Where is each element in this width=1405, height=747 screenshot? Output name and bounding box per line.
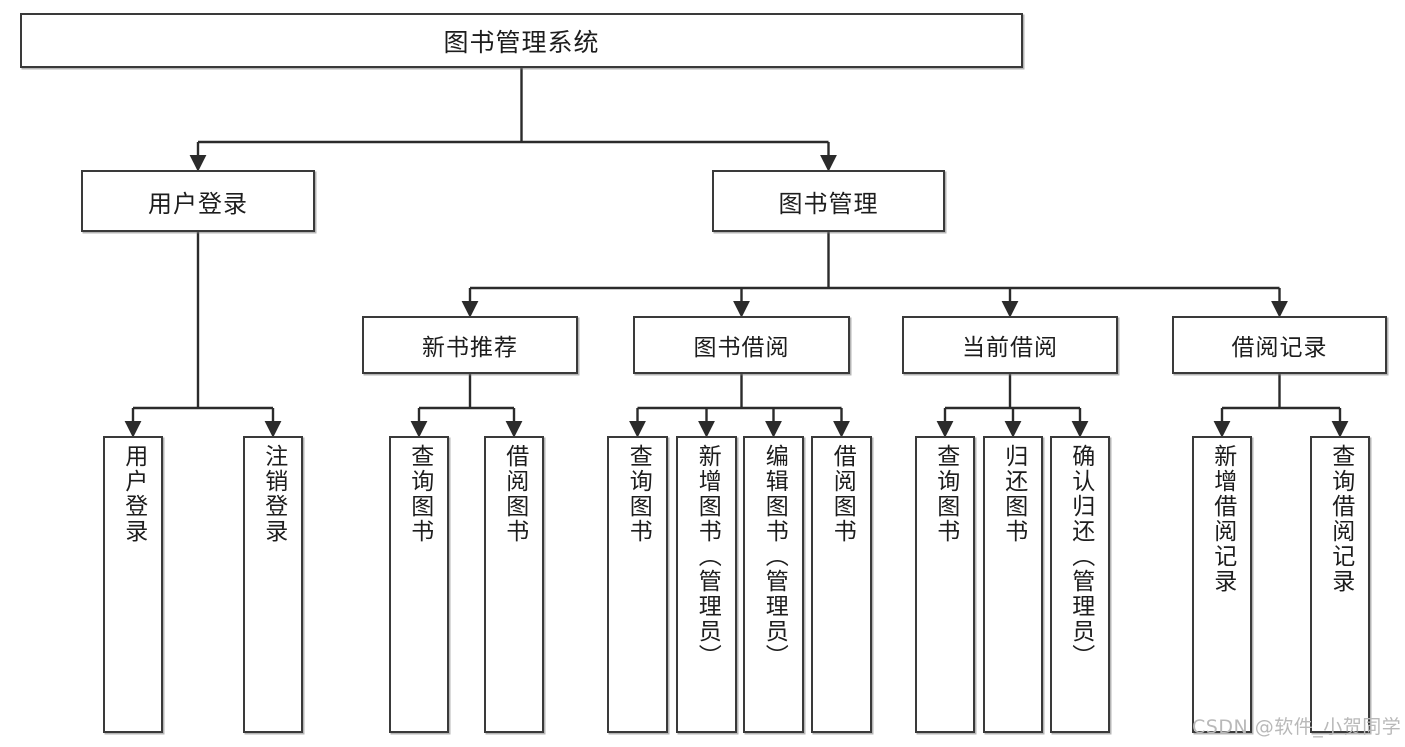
diagram-node-label: 确认归还（管理员） bbox=[1067, 444, 1094, 669]
diagram-node-label: 图书管理系统 bbox=[443, 27, 600, 57]
diagram-node-label: 借阅图书 bbox=[501, 444, 528, 544]
diagram-node-label: 用户登录 bbox=[148, 189, 248, 218]
diagram-node-l2b[interactable]: 图书管理 bbox=[712, 170, 945, 232]
diagram-node-leaf4[interactable]: 借阅图书 bbox=[484, 436, 544, 733]
diagram-node-label: 查询图书 bbox=[932, 444, 959, 544]
diagram-node-leaf12[interactable]: 新增借阅记录 bbox=[1192, 436, 1252, 733]
diagram-node-label: 借阅图书 bbox=[829, 444, 856, 544]
diagram-node-l3d[interactable]: 借阅记录 bbox=[1172, 316, 1387, 374]
diagram-node-label: 当前借阅 bbox=[962, 335, 1058, 361]
diagram-node-leaf7[interactable]: 编辑图书（管理员） bbox=[743, 436, 804, 733]
diagram-node-label: 图书管理 bbox=[778, 189, 879, 218]
diagram-node-label: 借阅记录 bbox=[1231, 335, 1328, 361]
diagram-node-leaf5[interactable]: 查询图书 bbox=[607, 436, 668, 733]
diagram-node-label: 查询图书 bbox=[406, 444, 433, 544]
diagram-node-leaf10[interactable]: 归还图书 bbox=[983, 436, 1043, 733]
diagram-node-leaf8[interactable]: 借阅图书 bbox=[811, 436, 872, 733]
diagram-node-label: 图书借阅 bbox=[693, 335, 790, 361]
diagram-node-label: 新增图书（管理员） bbox=[694, 444, 721, 669]
diagram-node-label: 新增借阅记录 bbox=[1209, 444, 1236, 594]
diagram-node-label: 新书推荐 bbox=[422, 335, 518, 361]
diagram-node-leaf11[interactable]: 确认归还（管理员） bbox=[1050, 436, 1110, 733]
diagram-node-label: 归还图书 bbox=[1000, 444, 1027, 544]
csdn-watermark: CSDN @软件_小贺同学 bbox=[1192, 716, 1402, 738]
diagram-node-leaf3[interactable]: 查询图书 bbox=[389, 436, 449, 733]
diagram-node-label: 注销登录 bbox=[260, 444, 287, 544]
diagram-node-l3b[interactable]: 图书借阅 bbox=[633, 316, 850, 374]
diagram-node-l3c[interactable]: 当前借阅 bbox=[902, 316, 1118, 374]
diagram-node-label: 查询图书 bbox=[625, 444, 652, 544]
diagram-node-label: 用户登录 bbox=[120, 444, 147, 544]
diagram-node-root[interactable]: 图书管理系统 bbox=[20, 13, 1023, 68]
diagram-node-leaf2[interactable]: 注销登录 bbox=[243, 436, 303, 733]
diagram-node-l3a[interactable]: 新书推荐 bbox=[362, 316, 578, 374]
diagram-node-label: 编辑图书（管理员） bbox=[761, 444, 788, 669]
diagram-node-leaf13[interactable]: 查询借阅记录 bbox=[1310, 436, 1370, 733]
diagram-node-leaf1[interactable]: 用户登录 bbox=[103, 436, 163, 733]
diagram-node-label: 查询借阅记录 bbox=[1327, 444, 1354, 594]
diagram-node-leaf6[interactable]: 新增图书（管理员） bbox=[676, 436, 737, 733]
diagram-node-leaf9[interactable]: 查询图书 bbox=[915, 436, 975, 733]
diagram-node-l2a[interactable]: 用户登录 bbox=[81, 170, 315, 232]
